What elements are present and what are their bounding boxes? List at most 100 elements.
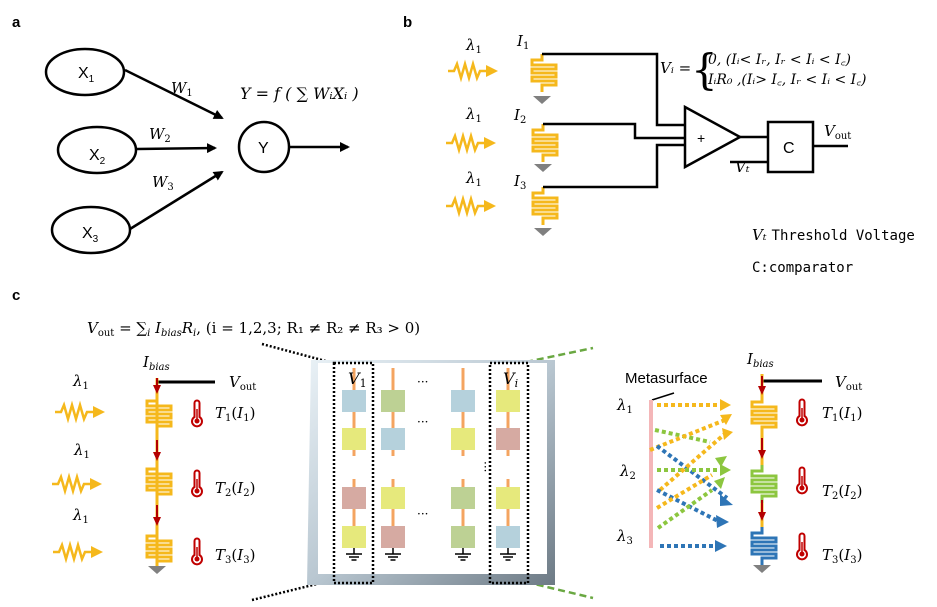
edge-w2 xyxy=(136,143,217,154)
light-wave-icon xyxy=(51,543,105,561)
ground-icon xyxy=(148,566,166,574)
vi-piecewise-equation: Vᵢ = { 0, (Iᵢ< Iᵣ, Iᵣ < Iᵢ < I꜀) IᵢR₀ ,(… xyxy=(660,45,867,94)
wavelength-label: λ1 xyxy=(73,441,90,461)
pixel-detector xyxy=(451,487,475,509)
right-output-label: Vout xyxy=(835,373,862,393)
pixel-detector xyxy=(342,487,366,509)
threshold-voltage-label: Vₜ xyxy=(735,158,750,176)
detector-meander-icon xyxy=(530,52,558,94)
panel-c: c Vout = ∑i IbiasRi, (i = 1,2,3; R₁ ≠ R₂… xyxy=(12,287,862,602)
detector-array: V1 Vi ··· ··· ··· ··· xyxy=(307,360,555,585)
pixel-detector xyxy=(451,428,475,450)
panel-b: b λ1 I1 λ1 I2 λ1 I3 xyxy=(403,14,915,276)
light-wave-icon xyxy=(446,62,500,80)
channel-1-current: I1 xyxy=(516,32,529,52)
series-equation: Vout = ∑i IbiasRi, (i = 1,2,3; R₁ ≠ R₂ ≠… xyxy=(87,319,420,339)
light-rays xyxy=(649,403,729,548)
light-wave-icon xyxy=(444,197,498,215)
ellipsis: ··· xyxy=(417,375,428,389)
pixel-detector xyxy=(496,526,520,548)
detector-meander-icon xyxy=(531,122,559,164)
pixel-detector xyxy=(496,487,520,509)
channel-1-wavelength: λ1 xyxy=(465,36,482,56)
edge-w3 xyxy=(129,170,224,231)
channel-3: λ1 I3 xyxy=(444,169,559,236)
detector-meander-icon xyxy=(145,393,173,435)
thermometer-icon xyxy=(796,398,808,427)
pixel-detector xyxy=(342,526,366,548)
left-bias-label: Ibias xyxy=(142,353,170,373)
summing-amplifier xyxy=(683,104,743,170)
detector-meander-icon-yellow xyxy=(750,394,778,436)
output-node-y-label: Y xyxy=(258,140,269,157)
weight-w2: W2 xyxy=(149,125,171,145)
temperature-label: T1(I1) xyxy=(822,404,862,424)
thermometer-icon xyxy=(191,469,203,498)
wavelength-label: λ1 xyxy=(72,372,89,392)
wavelength-label: λ3 xyxy=(616,527,633,547)
brace: { xyxy=(691,45,718,94)
circuit-wires xyxy=(542,52,848,189)
legend-comparator: C:comparator xyxy=(752,260,853,276)
detector-meander-icon xyxy=(145,528,173,570)
detector-meander-icon xyxy=(145,461,173,503)
panel-label-b: b xyxy=(403,14,412,31)
column-v1-label: V1 xyxy=(348,369,367,390)
wavelength-label: λ2 xyxy=(619,462,636,482)
temperature-label: T3(I3) xyxy=(215,546,255,566)
wavelength-label: λ1 xyxy=(72,506,89,526)
pixel-detector xyxy=(496,428,520,450)
thermometer-icon xyxy=(796,532,808,561)
pixel-detector xyxy=(381,487,405,509)
light-wave-icon xyxy=(444,134,498,152)
left-detector-chain: Ibias Vout λ1 λ1 λ1 T1(I1) T2(I2) T3 xyxy=(50,353,256,574)
vi-case-1: 0, (Iᵢ< Iᵣ, Iᵣ < Iᵢ < I꜀) xyxy=(708,52,851,68)
pixel-detector xyxy=(381,390,405,412)
ground-icon xyxy=(534,228,552,236)
edge-w1 xyxy=(124,68,224,120)
input-node-x3 xyxy=(50,205,132,255)
comparator-box xyxy=(766,120,815,174)
zoom-line-top-left xyxy=(261,342,334,365)
zoom-line-top-right xyxy=(525,346,594,364)
metasurface-label: Metasurface xyxy=(625,370,708,387)
left-output-label: Vout xyxy=(229,373,256,393)
temperature-label: T3(I3) xyxy=(822,546,862,566)
light-wave-icon xyxy=(50,475,104,493)
ground-icon xyxy=(753,565,771,573)
ground-icon xyxy=(534,164,552,172)
weight-w1: W1 xyxy=(171,79,193,99)
detector-meander-icon xyxy=(531,185,559,227)
right-metasurface-chain: Metasurface λ1 λ2 λ3 xyxy=(616,350,862,573)
channel-1: λ1 I1 xyxy=(446,32,558,104)
pixel-detector xyxy=(451,390,475,412)
ellipsis: ··· xyxy=(417,415,428,429)
column-v1-highlight xyxy=(332,361,375,585)
array-columns xyxy=(342,368,520,561)
temperature-label: T2(I2) xyxy=(822,482,862,502)
ground-icon xyxy=(533,96,551,104)
ellipsis: ··· xyxy=(478,461,492,472)
vi-case-2: IᵢR₀ ,(Iᵢ> I꜀, Iᵣ < Iᵢ < I꜀) xyxy=(707,72,867,88)
wavelength-label: λ1 xyxy=(616,396,633,416)
thermometer-icon xyxy=(191,537,203,566)
column-vi-label: Vi xyxy=(503,369,518,390)
input-node-x3-label: X3 xyxy=(82,225,99,245)
current-arrow-icon xyxy=(758,386,766,521)
pixel-detector xyxy=(451,526,475,548)
channel-3-wavelength: λ1 xyxy=(465,169,482,189)
detector-meander-icon-blue xyxy=(750,527,778,565)
channel-2-wavelength: λ1 xyxy=(465,105,482,125)
channel-2: λ1 I2 xyxy=(444,105,559,172)
thermometer-icon xyxy=(796,466,808,495)
pixel-detector xyxy=(342,428,366,450)
channel-2-current: I2 xyxy=(513,106,526,126)
column-vi-highlight xyxy=(488,361,530,585)
ellipsis: ··· xyxy=(417,507,428,521)
temperature-label: T1(I1) xyxy=(215,404,255,424)
right-bias-label: Ibias xyxy=(746,350,774,370)
pixel-detector xyxy=(381,428,405,450)
panel-label-c: c xyxy=(12,287,20,304)
